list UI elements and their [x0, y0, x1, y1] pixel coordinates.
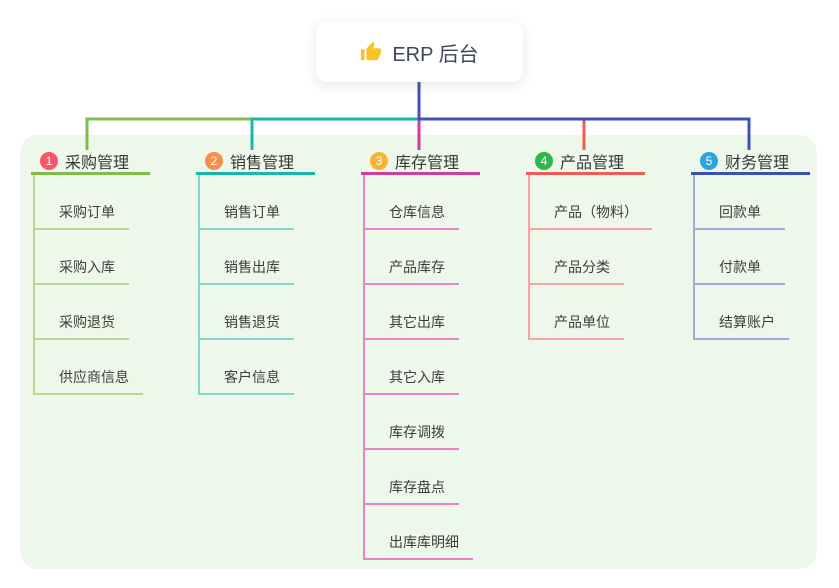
branch-label: 财务管理 [725, 154, 790, 172]
child-node-回款单[interactable]: 回款单 [695, 175, 785, 230]
branch-children: 回款单付款单结算账户 [693, 175, 789, 340]
branch-header-销售管理[interactable]: 2 销售管理 [196, 149, 315, 175]
child-node-供应商信息[interactable]: 供应商信息 [35, 340, 143, 395]
child-node-仓库信息[interactable]: 仓库信息 [365, 175, 459, 230]
child-node-产品（物料）[interactable]: 产品（物料） [530, 175, 652, 230]
branch-children: 仓库信息产品库存其它出库其它入库库存调拨库存盘点出库库明细 [363, 175, 473, 560]
branch-header-产品管理[interactable]: 4 产品管理 [526, 149, 645, 175]
branch-label: 销售管理 [230, 154, 295, 172]
child-node-采购退货[interactable]: 采购退货 [35, 285, 129, 340]
branch-header-采购管理[interactable]: 1 采购管理 [31, 149, 150, 175]
thumbs-up-icon [360, 41, 382, 63]
branch-label: 库存管理 [395, 154, 460, 172]
branch-header-库存管理[interactable]: 3 库存管理 [361, 149, 480, 175]
child-node-产品库存[interactable]: 产品库存 [365, 230, 459, 285]
child-node-销售出库[interactable]: 销售出库 [200, 230, 294, 285]
child-node-销售订单[interactable]: 销售订单 [200, 175, 294, 230]
child-node-产品分类[interactable]: 产品分类 [530, 230, 624, 285]
branch-number-badge: 5 [700, 151, 718, 170]
branch-children: 产品（物料）产品分类产品单位 [528, 175, 652, 340]
branch-number-badge: 3 [370, 151, 388, 170]
child-node-其它入库[interactable]: 其它入库 [365, 340, 459, 395]
root-node-title: ERP 后台 [392, 43, 479, 66]
branch-children: 采购订单采购入库采购退货供应商信息 [33, 175, 143, 395]
child-node-产品单位[interactable]: 产品单位 [530, 285, 624, 340]
child-node-库存调拨[interactable]: 库存调拨 [365, 395, 459, 450]
branch-number-badge: 2 [205, 151, 223, 170]
child-node-出库库明细[interactable]: 出库库明细 [365, 505, 473, 560]
mindmap-background-panel [20, 135, 817, 569]
branch-number-badge: 4 [535, 151, 553, 170]
branch-children: 销售订单销售出库销售退货客户信息 [198, 175, 294, 395]
child-node-客户信息[interactable]: 客户信息 [200, 340, 294, 395]
child-node-销售退货[interactable]: 销售退货 [200, 285, 294, 340]
child-node-库存盘点[interactable]: 库存盘点 [365, 450, 459, 505]
root-node-erp[interactable]: ERP 后台 [316, 22, 523, 82]
child-node-采购订单[interactable]: 采购订单 [35, 175, 129, 230]
branch-label: 采购管理 [65, 154, 130, 172]
branch-number-badge: 1 [40, 151, 58, 170]
child-node-其它出库[interactable]: 其它出库 [365, 285, 459, 340]
child-node-采购入库[interactable]: 采购入库 [35, 230, 129, 285]
child-node-付款单[interactable]: 付款单 [695, 230, 785, 285]
branch-label: 产品管理 [560, 154, 625, 172]
child-node-结算账户[interactable]: 结算账户 [695, 285, 789, 340]
branch-header-财务管理[interactable]: 5 财务管理 [691, 149, 810, 175]
